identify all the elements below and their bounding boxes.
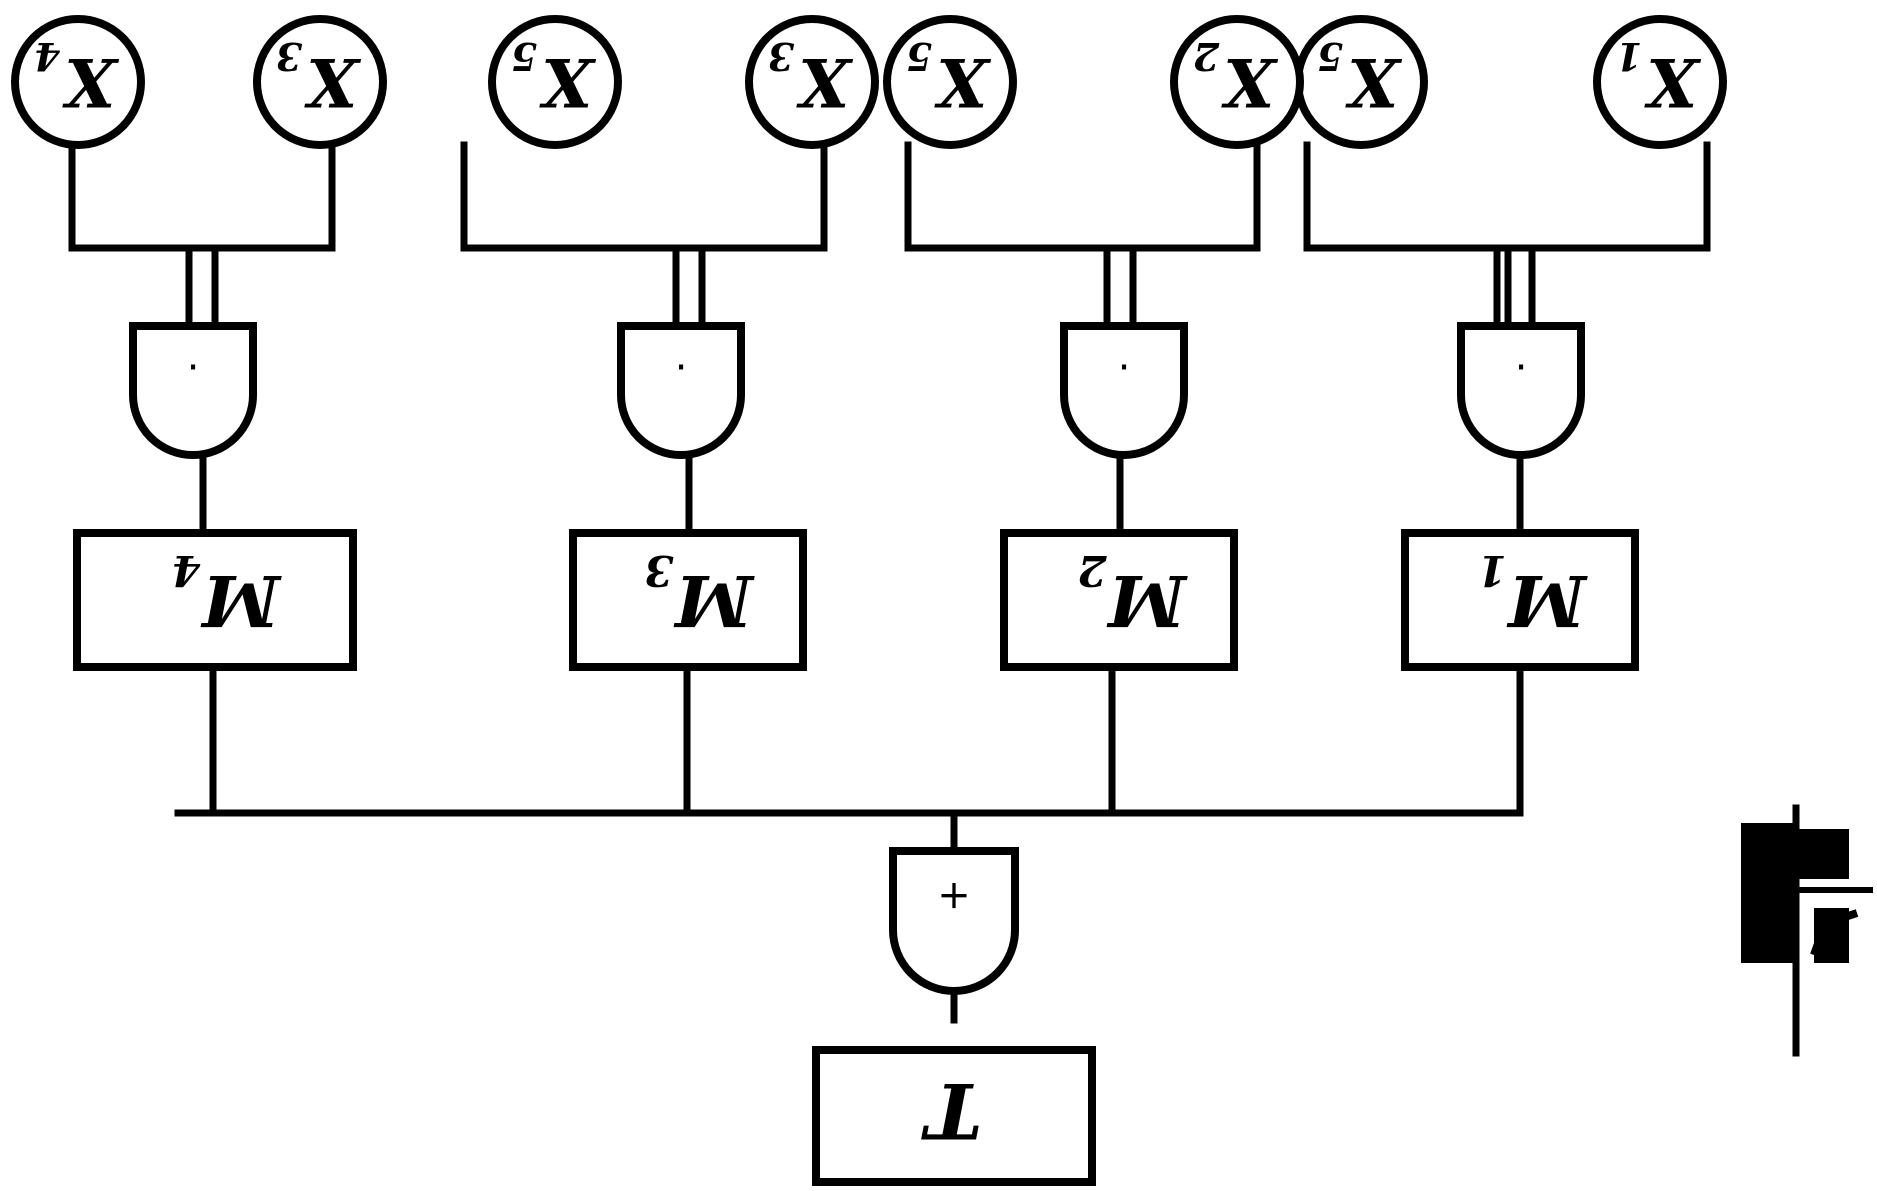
- and-gate-2: ·: [1060, 322, 1188, 459]
- input-x1-subscript: 1: [1616, 34, 1642, 79]
- wire-and4-to-x3: [211, 141, 336, 252]
- input-x2-subscript: 2: [1193, 34, 1220, 79]
- and-gate-1-symbol: ·: [1515, 343, 1528, 389]
- module-m3-subscript: 3: [644, 546, 673, 595]
- input-x2-letter: X: [1221, 43, 1279, 121]
- input-x3-a: X 3: [745, 15, 879, 149]
- or-gate: +: [889, 847, 1019, 995]
- and-gate-3-symbol: ·: [675, 343, 688, 389]
- top-event-box: T: [812, 1046, 1096, 1186]
- wires: [68, 141, 1711, 1024]
- wire-and2-to-x5: [904, 141, 1137, 332]
- flag-icon: [1741, 804, 1873, 1057]
- module-m2-letter: M: [1106, 559, 1188, 642]
- input-x4: X 4: [11, 15, 145, 149]
- input-x2: X 2: [1170, 15, 1304, 149]
- input-x3-b-subscript: 3: [276, 34, 302, 79]
- module-m3-letter: M: [673, 559, 755, 642]
- input-x1-letter: X: [1644, 43, 1702, 121]
- input-x5-a-letter: X: [1345, 43, 1403, 121]
- input-x4-subscript: 4: [34, 34, 60, 79]
- wire-and3-to-x3: [698, 141, 828, 252]
- input-x3-b-letter: X: [304, 43, 362, 121]
- wire-and1-to-x5: [1303, 141, 1536, 332]
- input-x5-b: X 5: [883, 15, 1017, 149]
- module-m1-subscript: 1: [1477, 546, 1506, 595]
- or-gate-symbol: +: [937, 873, 971, 919]
- and-gate-3: ·: [617, 322, 745, 459]
- module-m4: M 4: [73, 529, 357, 671]
- input-x3-a-subscript: 3: [768, 34, 794, 79]
- input-x3-a-letter: X: [796, 43, 854, 121]
- module-m2: M 2: [1000, 529, 1238, 671]
- input-x5-c: X 5: [488, 15, 622, 149]
- input-x5-b-letter: X: [934, 43, 992, 121]
- input-x3-b: X 3: [253, 15, 387, 149]
- top-event-label: T: [920, 1066, 982, 1155]
- module-m3: M 3: [569, 529, 807, 671]
- and-gate-4: ·: [129, 322, 257, 459]
- input-x5-a-subscript: 5: [1317, 34, 1343, 79]
- module-m1: M 1: [1401, 529, 1639, 671]
- wire-and4-to-x4: [68, 141, 219, 332]
- input-x5-c-subscript: 5: [511, 34, 537, 79]
- and-gate-1: ·: [1457, 322, 1585, 459]
- wire-and1-to-x1: [1528, 141, 1711, 252]
- module-m1-letter: M: [1506, 559, 1588, 642]
- input-x5-a: X 5: [1294, 15, 1428, 149]
- input-x5-c-letter: X: [539, 43, 597, 121]
- wire-and2-to-x2: [1129, 141, 1261, 252]
- wire-and3-to-x5: [460, 141, 706, 332]
- module-m4-letter: M: [200, 559, 282, 642]
- and-gate-4-symbol: ·: [187, 343, 200, 389]
- and-gate-2-symbol: ·: [1118, 343, 1131, 389]
- input-x5-b-subscript: 5: [906, 34, 932, 79]
- wire-and1-stub: [1500, 244, 1512, 332]
- module-m4-subscript: 4: [171, 546, 200, 595]
- input-x1: X 1: [1593, 15, 1727, 149]
- module-m2-subscript: 2: [1077, 546, 1107, 595]
- input-x4-letter: X: [62, 43, 120, 121]
